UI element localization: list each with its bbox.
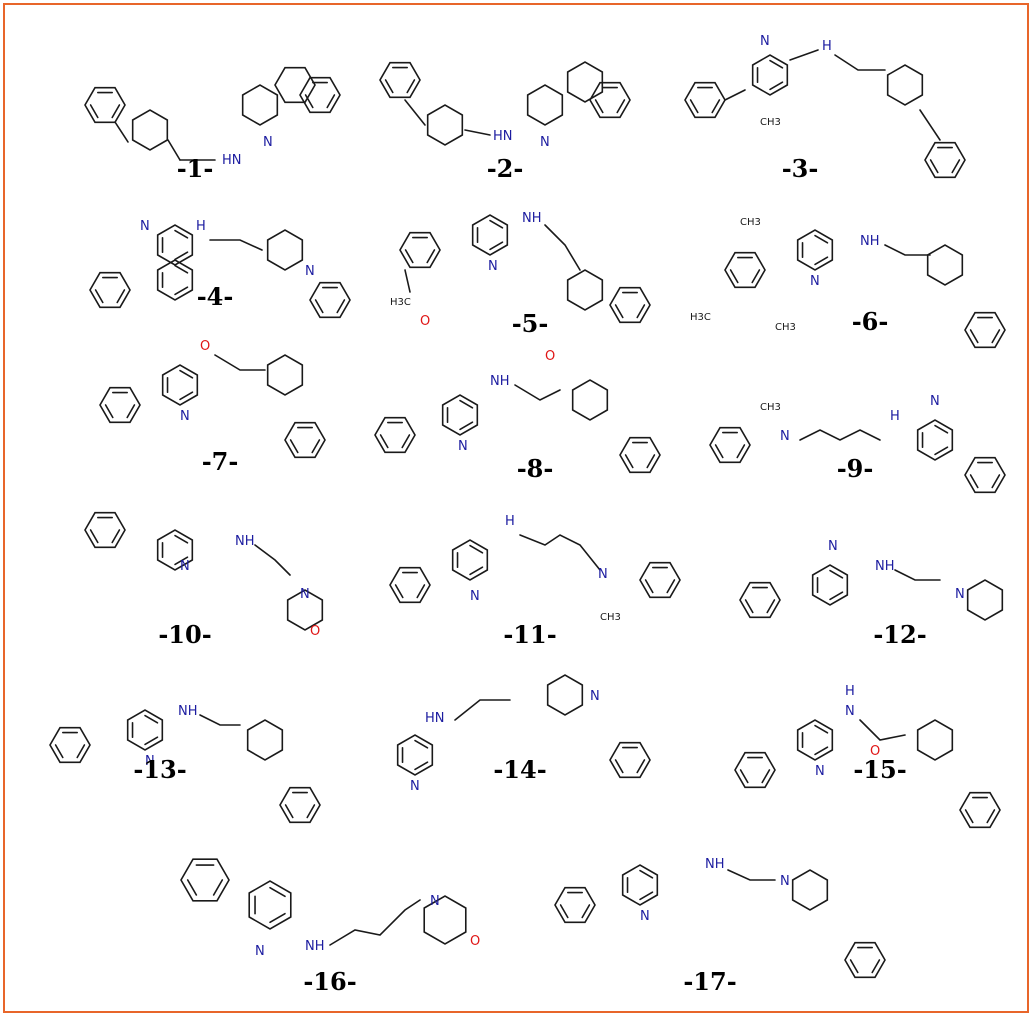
compound-13: N NH <box>49 704 321 824</box>
nh-label: NH <box>305 939 325 954</box>
h-label: H <box>890 409 900 424</box>
n-label: N <box>815 764 825 779</box>
n-label: N <box>255 944 265 959</box>
compound-label-16: -16- <box>303 967 356 996</box>
compound-12: N NH N <box>739 539 1004 621</box>
h-label: H <box>845 684 855 699</box>
h3c-label: H3C <box>390 297 411 308</box>
n-label: N <box>540 135 550 150</box>
compound-label-2: -2- <box>487 154 524 183</box>
compound-label-13: -13- <box>133 755 186 784</box>
compound-label-10: -10- <box>158 620 211 649</box>
n-label: N <box>180 559 190 574</box>
n-label: N <box>470 589 480 604</box>
n-label: N <box>845 704 855 719</box>
nh-label: NH <box>705 857 725 872</box>
n-label: N <box>955 587 965 602</box>
n-label: N <box>780 874 790 889</box>
compound-10: N NH N O <box>84 511 324 639</box>
compound-label-12: -12- <box>873 620 926 649</box>
n-label: N <box>410 779 420 794</box>
h3c-label: H3C <box>690 312 711 323</box>
compound-16: N NH N O <box>180 858 480 959</box>
nh-label: NH <box>490 374 510 389</box>
compound-11: N H N CH3 <box>389 514 681 623</box>
n-label: N <box>458 439 468 454</box>
compound-2: HN N <box>379 61 631 150</box>
n-label: N <box>300 587 310 602</box>
n-label: N <box>145 754 155 769</box>
compound-label-4: -4- <box>197 282 234 311</box>
n-label: N <box>640 909 650 924</box>
compound-4: N H N <box>89 219 351 319</box>
o-label: O <box>310 624 320 639</box>
o-label: O <box>470 934 480 949</box>
n-label: N <box>760 34 770 49</box>
o-label: O <box>545 349 555 364</box>
n-label: N <box>930 394 940 409</box>
ch3-label: CH3 <box>740 217 761 228</box>
nh-label: NH <box>178 704 198 719</box>
n-label: N <box>263 135 273 150</box>
n-label: N <box>430 894 440 909</box>
n-label: N <box>828 539 838 554</box>
compound-label-8: -8- <box>517 454 554 483</box>
n-label: N <box>488 259 498 274</box>
compound-3: N CH3 H <box>684 34 966 179</box>
compound-label-17: -17- <box>683 967 736 996</box>
ch3-label: CH3 <box>600 612 621 623</box>
o-label: O <box>420 314 430 329</box>
compound-5: H3C O N NH <box>390 211 651 329</box>
hn-label: HN <box>425 711 445 726</box>
n-label: N <box>140 219 150 234</box>
nh-label: NH <box>875 559 895 574</box>
ch3-label: CH3 <box>760 402 781 413</box>
h-label: H <box>196 219 206 234</box>
h-label: H <box>505 514 515 529</box>
n-label: N <box>810 274 820 289</box>
compound-label-7: -7- <box>202 447 239 476</box>
compound-label-1: -1- <box>177 154 214 183</box>
ch3-label: CH3 <box>760 117 781 128</box>
nh-label: HN <box>222 153 242 168</box>
compound-8: N NH O <box>374 349 661 474</box>
compound-label-3: -3- <box>782 154 819 183</box>
compound-label-9: -9- <box>837 454 874 483</box>
compound-1: HN N <box>84 66 341 168</box>
compound-14: N HN N <box>396 674 651 794</box>
n-label: N <box>598 567 608 582</box>
nh-label: NH <box>522 211 542 226</box>
compound-17: N NH N <box>554 857 886 979</box>
nh-label: HN <box>493 129 513 144</box>
compound-label-6: -6- <box>852 307 889 336</box>
nh-label: NH <box>860 234 880 249</box>
compound-label-11: -11- <box>503 620 556 649</box>
figure-frame <box>3 3 1029 1013</box>
n-label: N <box>590 689 600 704</box>
nh-label: NH <box>235 534 255 549</box>
n-label: N <box>305 264 315 279</box>
compound-label-14: -14- <box>493 755 546 784</box>
compound-label-15: -15- <box>853 755 906 784</box>
h-label: H <box>822 39 832 54</box>
n-label: N <box>180 409 190 424</box>
compound-label-5: -5- <box>512 309 549 338</box>
n-label: N <box>780 429 790 444</box>
compound-7: NO <box>99 339 326 459</box>
ch3-label: CH3 <box>775 322 796 333</box>
o-label: O <box>200 339 210 354</box>
o-label: O <box>870 744 880 759</box>
